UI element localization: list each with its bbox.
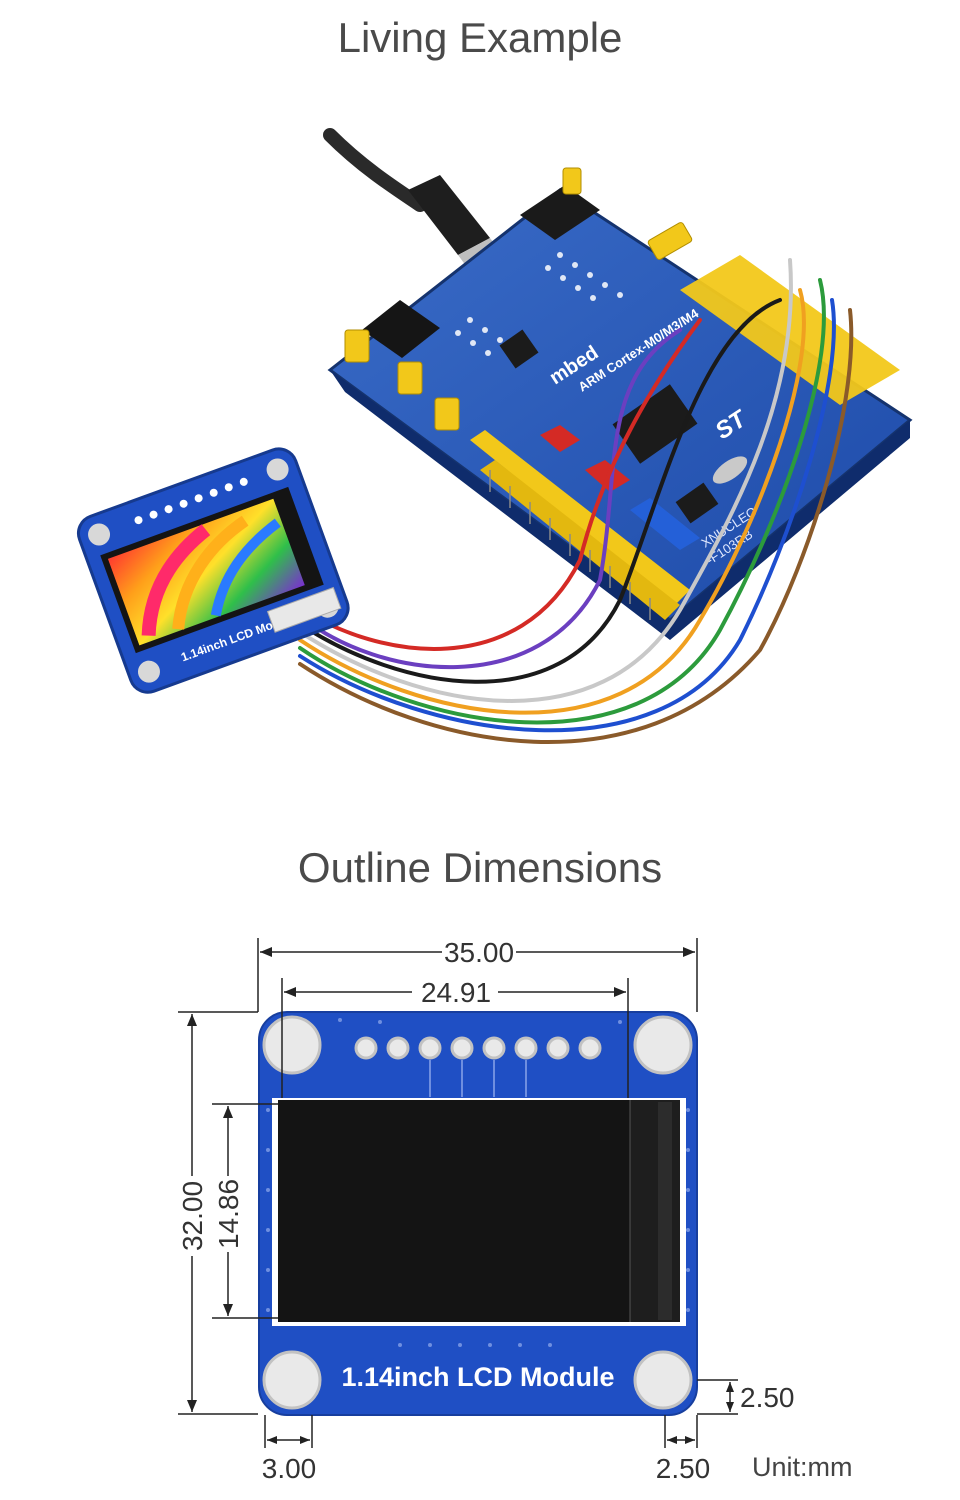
dim-overall-width: 35.00 [444,937,514,968]
module-label-drawing: 1.14inch LCD Module [341,1362,614,1392]
dim-hole-offset-bottom: 2.50 [740,1382,795,1413]
dim-display-width: 24.91 [421,977,491,1008]
lcd-module-photo: 1.14inch LCD Module [76,447,350,694]
mounting-holes [262,1015,693,1410]
dim-overall-height: 32.00 [177,1181,208,1251]
dimension-drawing: 1.14inch LCD Module [177,937,795,1484]
connection-wires [298,258,854,744]
dim-display-height: 14.86 [213,1179,244,1249]
living-example-photo: mbed ARM Cortex-M0/M3/M4 ST XNUCLEO -F10… [76,128,913,744]
living-example-title: Living Example [337,14,623,61]
unit-label: Unit:mm [752,1452,853,1482]
dim-hole-offset-left: 3.00 [262,1453,317,1484]
outline-dimensions-title: Outline Dimensions [297,844,663,891]
pin-pads [354,1036,602,1060]
display-screen [278,1100,680,1322]
dim-hole-offset-right: 2.50 [656,1453,711,1484]
